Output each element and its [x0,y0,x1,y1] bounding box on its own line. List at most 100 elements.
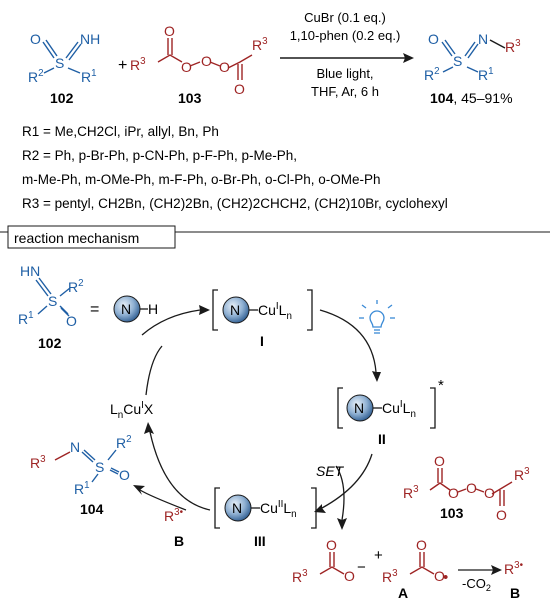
cu-center: CuIILn [260,499,297,520]
mechanism-title-box [7,225,176,249]
compound-102-label: 102 [50,90,74,106]
r3-radical: R3• [164,507,184,524]
r2-label: R2 [68,278,84,295]
oxygen-atom: O [30,31,41,47]
r1-label: R1 [18,310,34,327]
plus-sign: + [118,57,127,74]
compound-104-label: 104 [80,501,104,517]
set-label: SET [316,463,345,479]
r3-label: R3 [292,568,308,585]
mechanism-title: reaction mechanism [14,230,139,246]
oxygen-atom: O [434,568,445,584]
blue-light-icon [359,300,395,334]
nh-group: NH [80,31,100,47]
oxygen-atom: O [416,537,427,553]
compound-103-label: 103 [440,505,464,521]
co2-loss: -CO2 [462,576,491,593]
r3-label: R3 [252,36,268,53]
r1-label: R1 [478,66,494,83]
oxygen-atom: O [164,23,175,39]
sulfur-atom: S [55,55,64,71]
oxygen-atom: O [344,568,355,584]
r3-label: R3 [382,568,398,585]
excited-star: * [438,377,444,394]
condition-ligand: 1,10-phen (0.2 eq.) [290,28,401,43]
nitrogen-atom: N [70,439,80,455]
arrow-head [403,53,414,63]
lncux-species: LnCuIX [110,400,154,421]
radical-B-label: B [174,533,184,549]
arrow-head [491,565,502,575]
ball-n: N [121,301,131,317]
r2-substituents-line1: R2 = Ph, p-Br-Ph, p-CN-Ph, p-F-Ph, p-Me-… [22,148,297,163]
r2-substituents-line2: m-Me-Ph, m-OMe-Ph, m-F-Ph, o-Br-Ph, o-Cl… [22,172,381,187]
condition-light: Blue light, [316,66,373,81]
ball-h: H [148,301,158,317]
oxygen-atom: O [201,53,212,69]
complex-I: N CuILn [212,289,313,331]
complex-II-label: II [378,431,386,447]
oxygen-atom: O [219,59,230,75]
compound-104-mech: R3 N S R2 O R1 [30,434,132,497]
r2-label: R2 [28,68,44,85]
condition-solvent: THF, Ar, 6 h [311,84,379,99]
cu-center: CuILn [258,301,292,322]
r3-label: R3 [505,38,521,55]
product-label: 104, 45–91% [430,90,513,106]
r2-label: R2 [424,66,440,83]
r3-label: R3 [30,454,46,471]
ball-n: N [230,302,240,318]
carboxylate-anion: O O R3 [292,537,355,585]
carboxyl-radical-A: O O R3 [382,537,445,585]
complex-III-label: III [254,533,266,549]
compound-102-label: 102 [38,335,62,351]
r1-label: R1 [81,68,97,85]
radical-A-label: A [398,585,408,601]
nitrogen-atom: N [478,31,488,47]
complex-I-label: I [260,333,264,349]
r1-label: R1 [74,480,90,497]
complex-II: N CuILn * [337,377,444,429]
ball-n: N [232,500,242,516]
oxygen-atom: O [234,81,245,97]
compound-102-mech: HN S R2 R1 O [18,263,84,329]
compound-103-label: 103 [178,90,202,106]
r3-radical: R3• [504,560,524,577]
r3-substituents: R3 = pentyl, CH2Bn, (CH2)2Bn, (CH2)2CHCH… [22,196,448,211]
equals-sign: = [90,301,99,318]
oxygen-atom: O [484,485,495,501]
sulfur-atom: S [453,53,462,69]
condition-catalyst: CuBr (0.1 eq.) [304,10,386,25]
oxygen-atom: O [496,507,507,523]
anion-charge: − [357,559,366,576]
catalytic-cycle-arrows [139,309,377,521]
amine-ball: N H [113,295,158,323]
hn-group: HN [20,263,40,279]
sulfur-atom: S [95,459,104,475]
oxygen-atom: O [119,467,130,483]
compound-103-mech: O O O O O R3 R3 [403,453,530,523]
oxygen-atom: O [181,59,192,75]
r2-label: R2 [116,434,132,451]
oxygen-atom: O [448,485,459,501]
compound-104-structure: O S N R3 R2 R1 [424,31,521,83]
plus-sign: + [374,547,383,564]
sulfur-atom: S [48,293,57,309]
oxygen-atom: O [434,453,445,469]
r3-label: R3 [403,484,419,501]
complex-III: N CuIILn [214,487,317,529]
r3-label: R3 [514,466,530,483]
oxygen-atom: O [66,313,77,329]
oxygen-atom: O [428,31,439,47]
compound-103-structure: O O O O O R3 R3 [130,23,268,97]
compound-102-structure: O S NH R2 R1 [28,31,100,85]
oxygen-atom: O [326,537,337,553]
radical-B-label: B [510,585,520,601]
r1-substituents: R1 = Me,CH2Cl, iPr, allyl, Bn, Ph [22,124,219,139]
arrow-heads [133,305,381,530]
oxygen-atom: O [466,480,477,496]
radical-dot: • [443,569,448,586]
cu-center: CuILn [382,399,416,420]
r3-label: R3 [130,56,146,73]
